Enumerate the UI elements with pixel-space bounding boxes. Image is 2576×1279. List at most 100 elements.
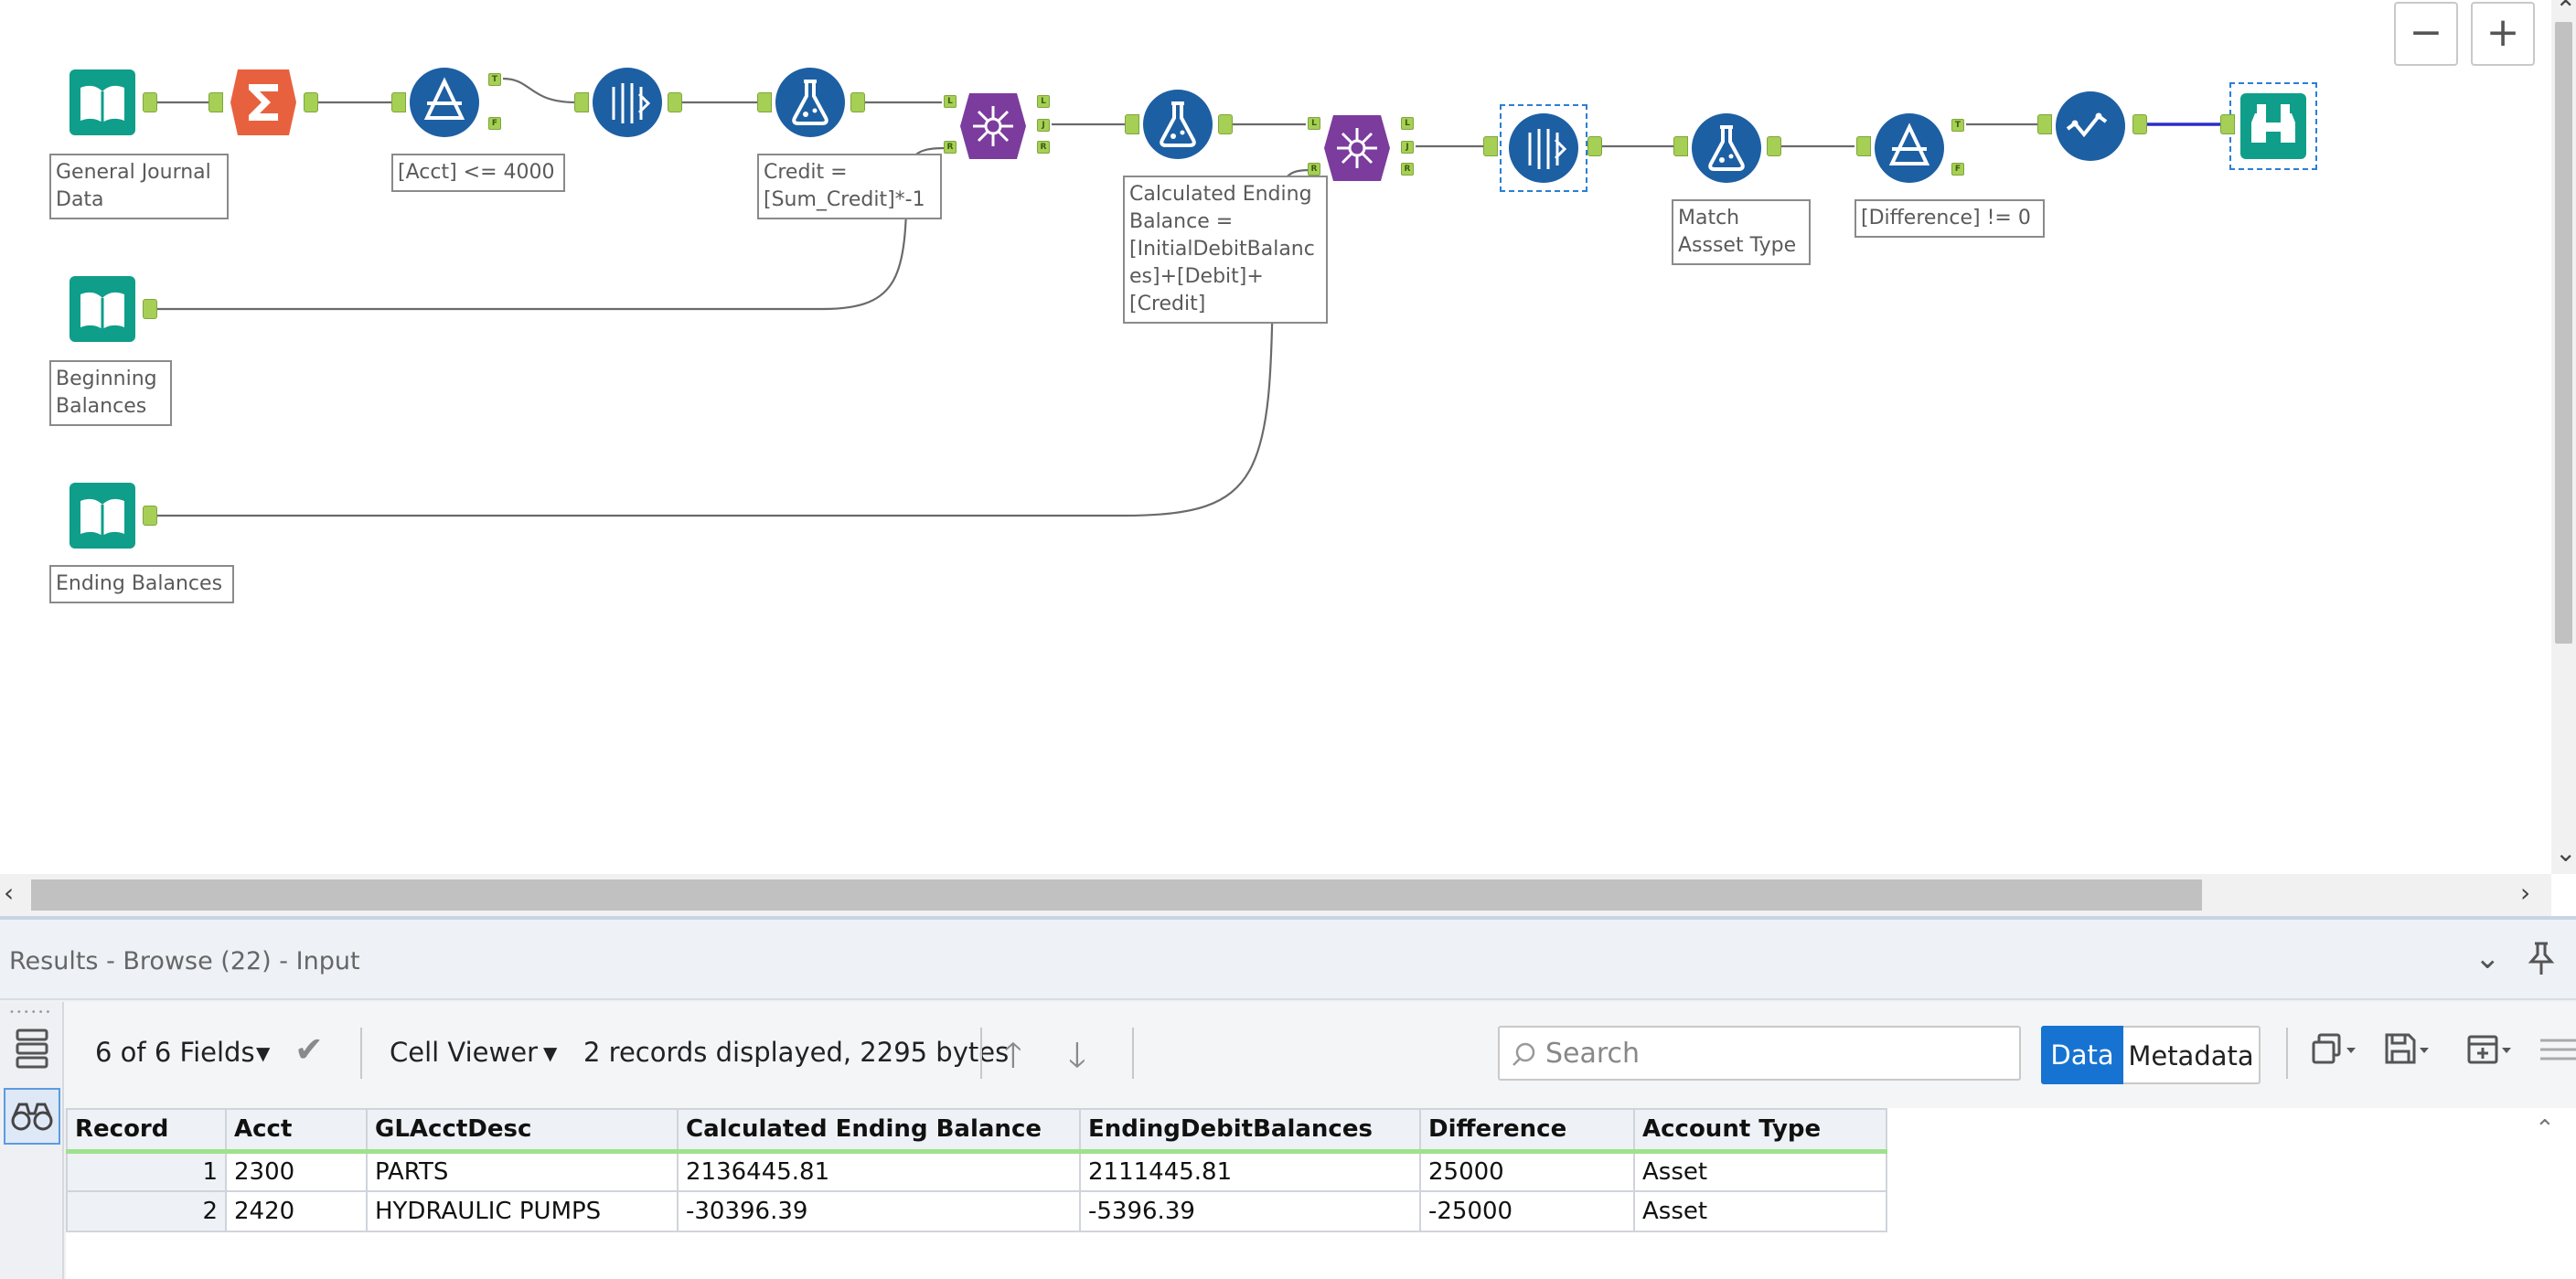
column-header[interactable]: Record (66, 1108, 227, 1154)
annotation-formula-credit[interactable]: Credit = [Sum_Credit]*-1 (757, 154, 942, 219)
table-cell[interactable]: 25000 (1419, 1150, 1635, 1192)
record-number-cell[interactable]: 2 (66, 1190, 227, 1232)
table-cell[interactable]: 2300 (225, 1150, 368, 1192)
output-anchor[interactable] (2132, 114, 2147, 134)
right-input-anchor[interactable]: R (944, 141, 957, 154)
column-header[interactable]: Calculated Ending Balance (677, 1108, 1081, 1154)
add-column-icon[interactable] (2465, 1031, 2513, 1076)
grip-handle[interactable]: •••••• (9, 1007, 53, 1018)
table-cell[interactable]: 2136445.81 (677, 1150, 1081, 1192)
fields-dropdown-icon[interactable]: ▼ (256, 1042, 271, 1064)
join-tool-2[interactable] (1320, 112, 1394, 185)
zoom-in-button[interactable]: + (2471, 2, 2535, 66)
input-anchor[interactable] (2037, 114, 2052, 134)
annotation-ending-balances[interactable]: Ending Balances (49, 565, 234, 603)
output-anchor[interactable] (668, 92, 682, 112)
input-tool-general-journal[interactable] (66, 66, 139, 139)
join-output-anchor[interactable]: J (1401, 141, 1414, 154)
left-input-anchor[interactable]: L (944, 95, 957, 108)
formula-tool-asset-type[interactable] (1690, 112, 1763, 185)
input-anchor[interactable] (1125, 114, 1139, 134)
input-anchor[interactable] (757, 92, 772, 112)
output-anchor[interactable] (304, 92, 318, 112)
table-cell[interactable]: 2111445.81 (1079, 1150, 1421, 1192)
horizontal-scroll-thumb[interactable] (31, 879, 2202, 911)
input-anchor[interactable] (1673, 136, 1688, 156)
filter-tool-difference[interactable] (1873, 112, 1946, 185)
table-cell[interactable]: Asset (1633, 1190, 1887, 1232)
column-header[interactable]: GLAcctDesc (366, 1108, 679, 1154)
canvas-horizontal-scrollbar[interactable]: ‹ › (0, 874, 2551, 916)
checkmark-icon[interactable]: ✔ (294, 1029, 324, 1070)
output-anchor[interactable] (143, 92, 157, 112)
output-anchor[interactable] (1767, 136, 1781, 156)
annotation-general-journal[interactable]: General Journal Data (49, 154, 229, 219)
formula-tool-ending-balance[interactable] (1141, 88, 1214, 161)
output-anchor[interactable] (1587, 136, 1602, 156)
right-output-anchor[interactable]: R (1401, 163, 1414, 176)
join-output-anchor[interactable]: J (1037, 119, 1050, 132)
workflow-canvas[interactable]: T F (0, 0, 2551, 874)
viewer-dropdown-icon[interactable]: ▼ (543, 1042, 558, 1064)
collapse-chevron-icon[interactable]: ⌄ (2474, 940, 2501, 976)
table-cell[interactable]: PARTS (366, 1150, 679, 1192)
select-tool[interactable] (591, 66, 664, 139)
menu-lines-icon[interactable] (2537, 1031, 2576, 1076)
true-anchor[interactable]: T (1951, 119, 1964, 132)
table-cell[interactable]: 2420 (225, 1190, 368, 1232)
browse-binoculars-icon[interactable] (4, 1088, 60, 1145)
data-tab-button[interactable]: Data (2041, 1026, 2123, 1084)
table-cell[interactable]: HYDRAULIC PUMPS (366, 1190, 679, 1232)
right-input-anchor[interactable]: R (1308, 163, 1320, 176)
record-number-cell[interactable]: 1 (66, 1150, 227, 1192)
test-tool[interactable] (2054, 90, 2127, 163)
annotation-filter-acct[interactable]: [Acct] <= 4000 (391, 154, 565, 192)
column-header[interactable]: Difference (1419, 1108, 1635, 1154)
save-icon[interactable] (2383, 1031, 2431, 1076)
input-anchor[interactable] (574, 92, 589, 112)
left-output-anchor[interactable]: L (1037, 95, 1050, 108)
vertical-scroll-thumb[interactable] (2555, 22, 2572, 644)
annotation-filter-difference[interactable]: [Difference] != 0 (1855, 199, 2045, 238)
grid-scroll-up-icon[interactable]: ⌃ (2535, 1115, 2555, 1143)
input-tool-beginning-balances[interactable] (66, 272, 139, 346)
output-anchor[interactable] (143, 506, 157, 526)
scroll-down-icon[interactable]: ⌄ (2555, 837, 2576, 868)
input-anchor[interactable] (1856, 136, 1871, 156)
zoom-out-button[interactable]: − (2394, 2, 2458, 66)
annotation-beginning-balances[interactable]: Beginning Balances (49, 360, 172, 426)
table-view-icon[interactable] (4, 1020, 60, 1077)
canvas-vertical-scrollbar[interactable]: ⌃ ⌄ (2551, 0, 2576, 874)
table-cell[interactable]: -5396.39 (1079, 1190, 1421, 1232)
column-header[interactable]: Acct (225, 1108, 368, 1154)
input-anchor[interactable] (1483, 136, 1498, 156)
annotation-formula-ending-balance[interactable]: Calculated Ending Balance = [InitialDebi… (1123, 176, 1328, 324)
table-cell[interactable]: Asset (1633, 1150, 1887, 1192)
true-anchor[interactable]: T (488, 73, 501, 86)
annotation-formula-asset-type[interactable]: Match Assset Type (1672, 199, 1811, 265)
left-output-anchor[interactable]: L (1401, 117, 1414, 130)
column-header[interactable]: EndingDebitBalances (1079, 1108, 1421, 1154)
scroll-right-icon[interactable]: › (2520, 878, 2531, 908)
input-anchor[interactable] (391, 92, 406, 112)
output-anchor[interactable] (850, 92, 865, 112)
false-anchor[interactable]: F (1951, 163, 1964, 176)
scroll-left-icon[interactable]: ‹ (4, 878, 15, 908)
pin-icon[interactable] (2526, 940, 2557, 985)
copy-icon[interactable] (2310, 1031, 2357, 1076)
false-anchor[interactable]: F (488, 117, 501, 130)
table-cell[interactable]: -30396.39 (677, 1190, 1081, 1232)
input-anchor[interactable] (208, 92, 223, 112)
scroll-up-icon[interactable]: ⌃ (2555, 0, 2576, 25)
formula-tool-credit[interactable] (774, 66, 847, 139)
summarize-tool[interactable] (227, 66, 300, 139)
left-input-anchor[interactable]: L (1308, 117, 1320, 130)
viewer-selector[interactable]: Cell Viewer (390, 1037, 539, 1068)
browse-tool[interactable] (2229, 82, 2317, 170)
search-box[interactable] (1498, 1026, 2021, 1081)
filter-tool-acct[interactable] (408, 66, 481, 139)
select-tool-selected[interactable] (1500, 104, 1587, 192)
metadata-tab-button[interactable]: Metadata (2123, 1026, 2261, 1084)
